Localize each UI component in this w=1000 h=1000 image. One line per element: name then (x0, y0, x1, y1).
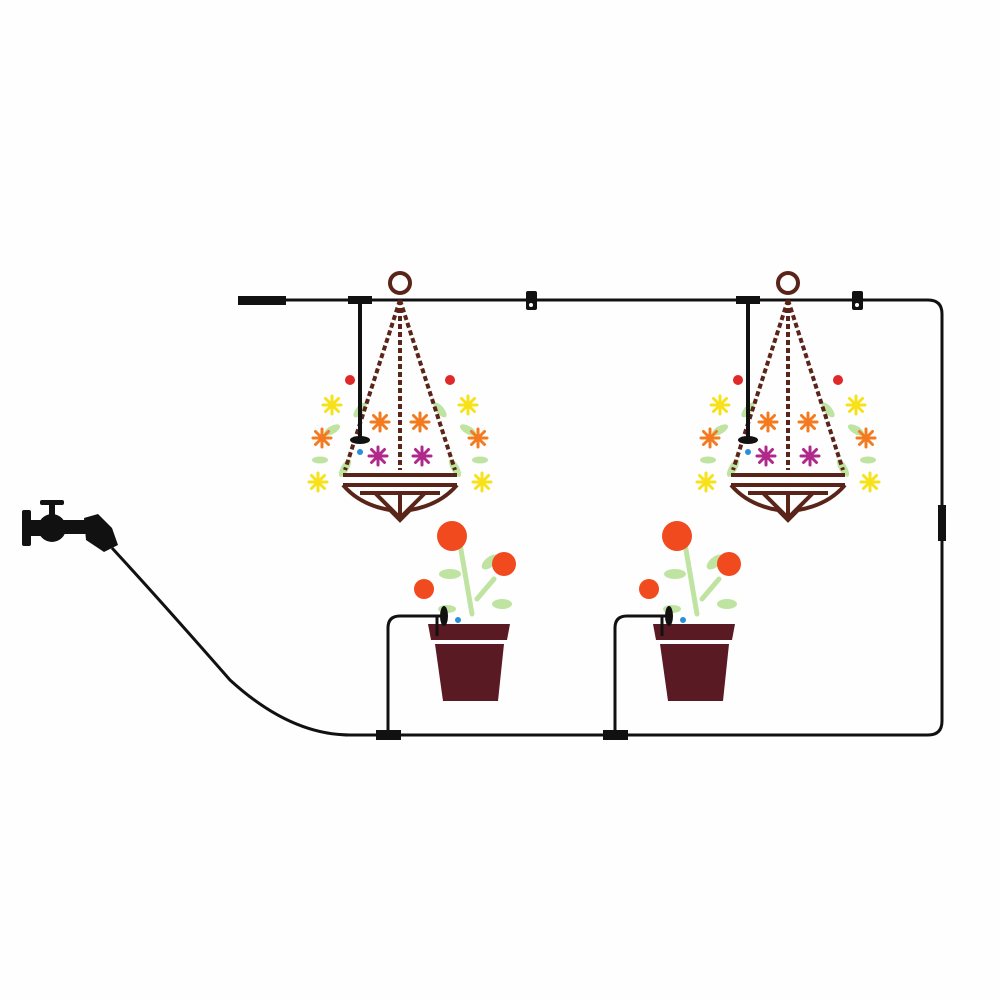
pot-dripper-line (603, 614, 672, 740)
flower-pot (414, 521, 516, 701)
faucet-icon (22, 500, 118, 552)
end-plug (238, 296, 286, 305)
hanging-basket (697, 273, 879, 520)
supply-hose (110, 546, 351, 737)
tube-clamp (852, 291, 863, 310)
flower-pot (639, 521, 741, 701)
main-tubing (238, 298, 944, 737)
tube-clamp (526, 291, 537, 310)
pot-dripper-line (376, 614, 445, 740)
tube-clamp (938, 505, 946, 541)
hanging-basket (309, 273, 491, 520)
